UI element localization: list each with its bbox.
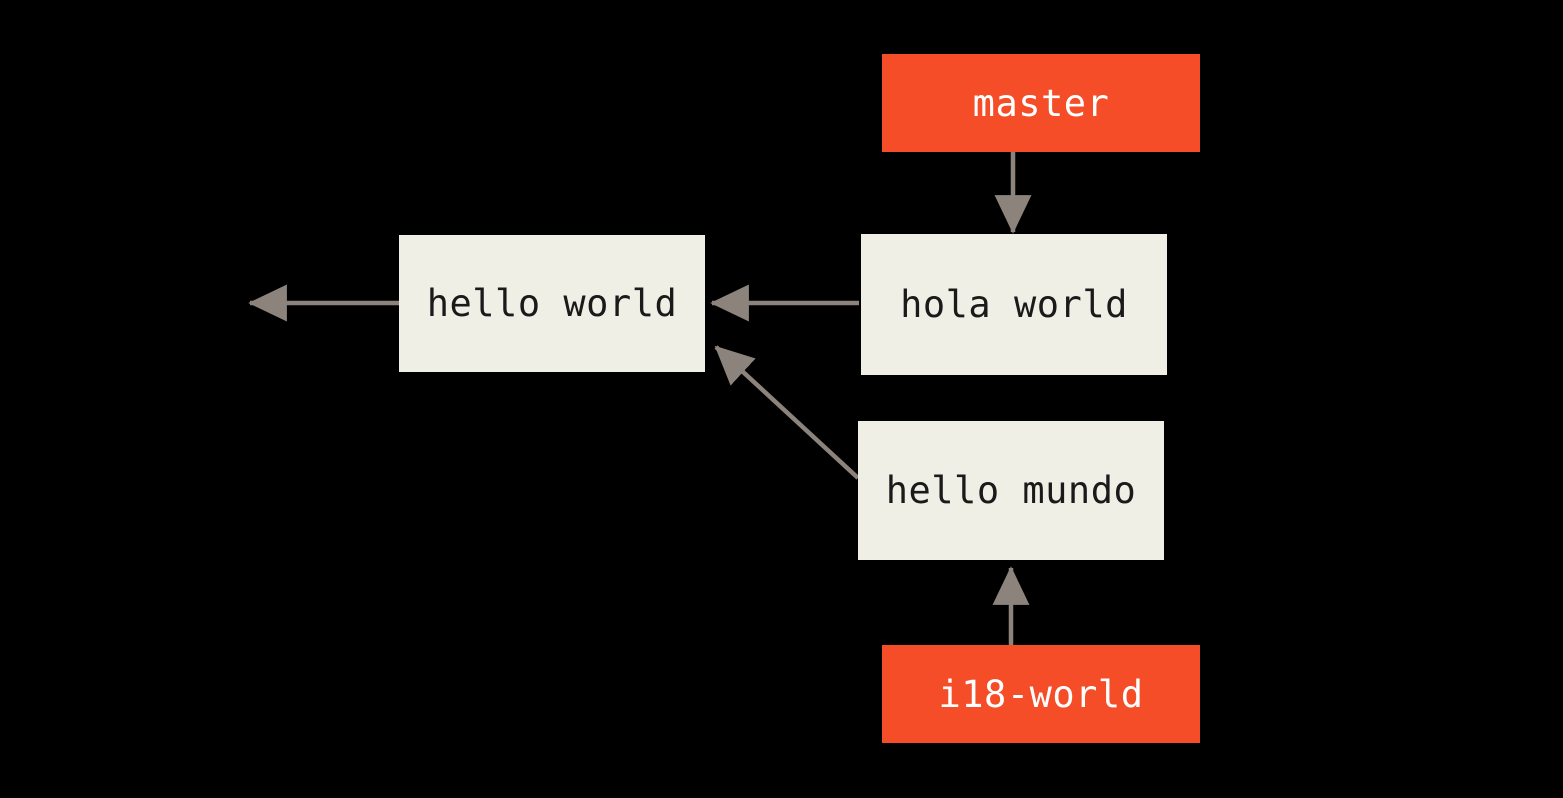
commit-node-hello-mundo[interactable]: hello mundo xyxy=(858,421,1164,560)
commit-node-hola-world-label: hola world xyxy=(900,283,1128,326)
edge-hello-mundo-to-hello-world xyxy=(714,345,860,480)
commit-node-hello-world-label: hello world xyxy=(426,282,678,325)
branch-node-i18-world[interactable]: i18-world xyxy=(882,645,1200,743)
commit-node-hello-mundo-label: hello mundo xyxy=(885,469,1137,512)
commit-node-hello-world[interactable]: hello world xyxy=(399,235,705,372)
branch-node-i18-world-label: i18-world xyxy=(938,672,1144,716)
branch-node-master[interactable]: master xyxy=(882,54,1200,152)
branch-node-master-label: master xyxy=(972,81,1110,125)
commit-node-hola-world[interactable]: hola world xyxy=(861,234,1167,375)
